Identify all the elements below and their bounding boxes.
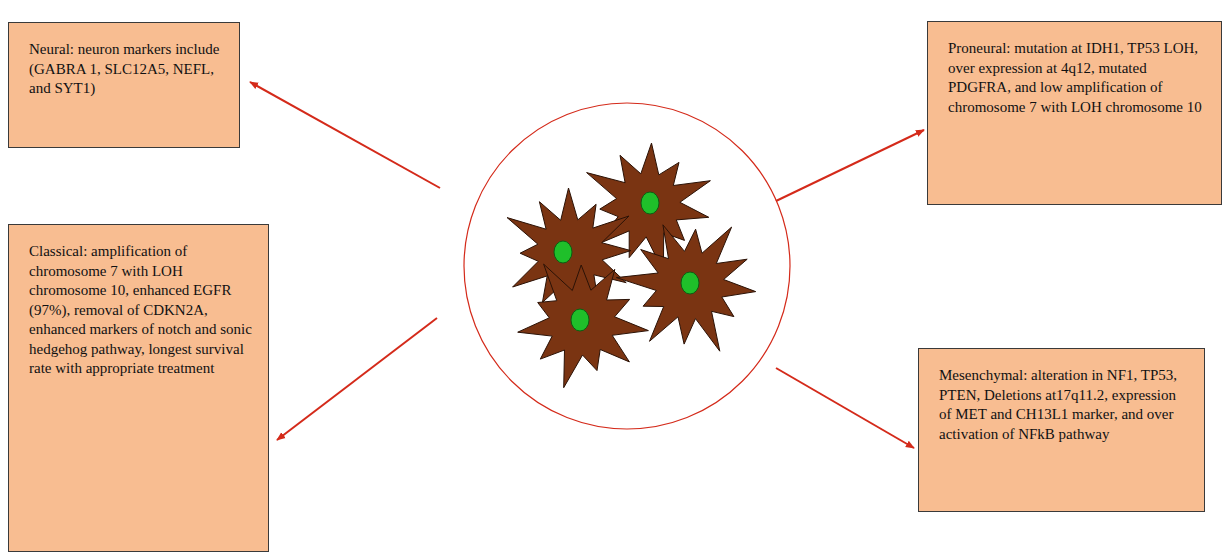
subtype-description: Neural: neuron markers include (GABRA 1,… — [29, 40, 223, 99]
subtype-arrow — [776, 130, 924, 201]
subtype-arrow — [277, 318, 437, 440]
cell — [518, 264, 649, 388]
subtype-description: Proneural: mutation at IDH1, TP53 LOH, o… — [948, 39, 1207, 117]
cell-nucleus — [554, 241, 572, 263]
subtype-description: Mesenchymal: alteration in NF1, TP53, PT… — [939, 366, 1190, 444]
cell-nucleus — [681, 272, 699, 294]
subtype-box: Mesenchymal: alteration in NF1, TP53, PT… — [918, 348, 1205, 512]
subtype-box: Neural: neuron markers include (GABRA 1,… — [8, 22, 240, 148]
cell-nucleus — [571, 309, 589, 331]
subtype-box: Proneural: mutation at IDH1, TP53 LOH, o… — [927, 21, 1222, 205]
subtype-box: Classical: amplification of chromosome 7… — [8, 224, 269, 552]
cell-body — [518, 264, 649, 388]
tumor-circle — [464, 103, 790, 429]
subtype-arrow — [776, 368, 914, 448]
cell-nucleus — [641, 192, 659, 214]
subtype-arrow — [250, 82, 440, 188]
subtype-description: Classical: amplification of chromosome 7… — [29, 242, 254, 379]
tumor-cells — [507, 143, 756, 388]
